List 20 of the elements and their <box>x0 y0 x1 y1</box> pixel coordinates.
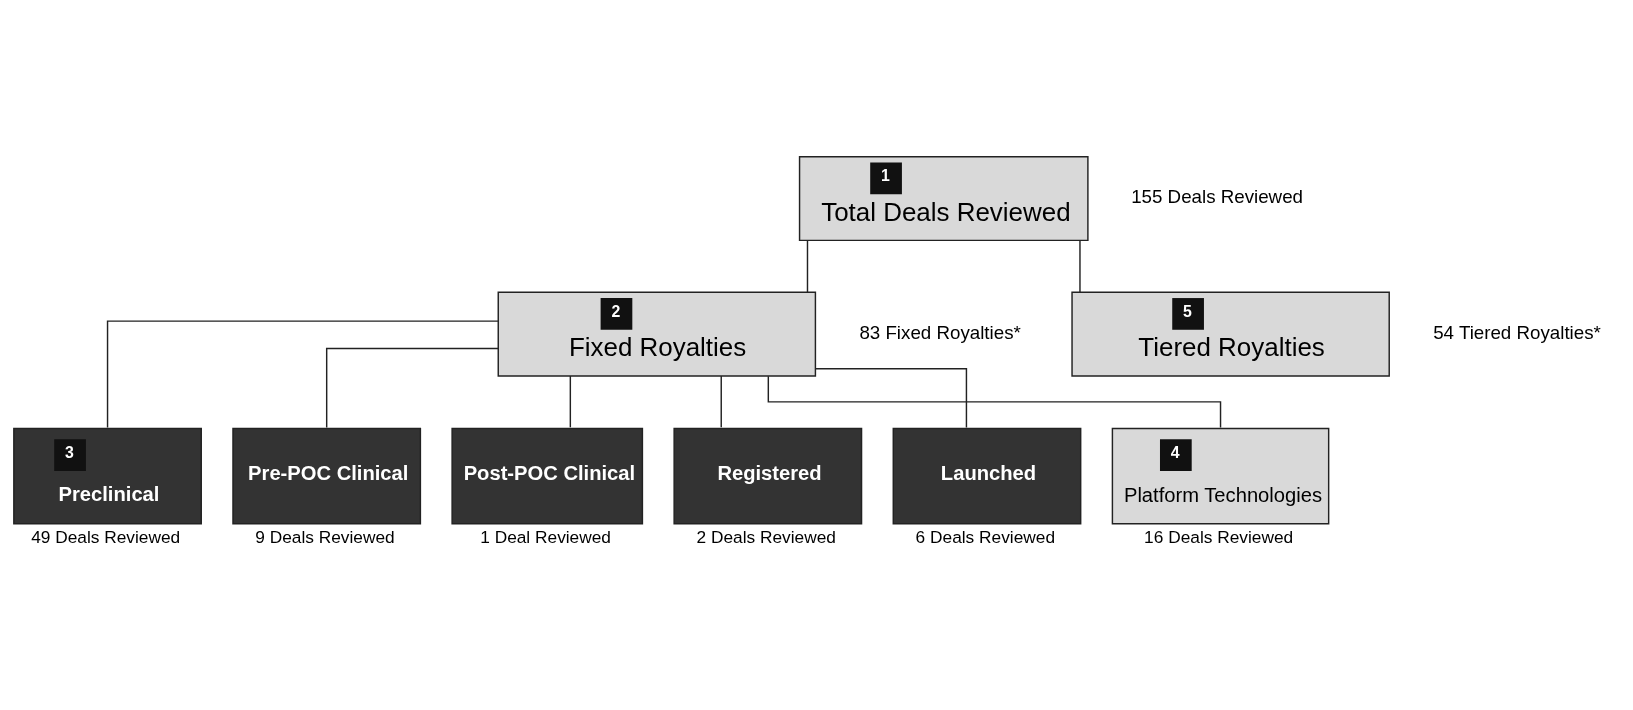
connector <box>106 320 499 429</box>
connector <box>569 375 572 428</box>
node-label: 6 Deals Reviewed <box>915 527 1056 548</box>
node-label: 155 Deals Reviewed <box>1131 186 1303 208</box>
node-label: 2 Deals Reviewed <box>696 527 836 548</box>
connector <box>325 347 499 429</box>
connector <box>1079 240 1081 293</box>
connector <box>815 367 968 429</box>
node-label: 49 Deals Reviewed <box>31 527 181 548</box>
node-label: 54 Tiered Royalties* <box>1433 322 1601 343</box>
node-label: 83 Fixed Royalties* <box>859 322 1021 343</box>
node-label: 9 Deals Reviewed <box>255 527 395 548</box>
node-label: 16 Deals Reviewed <box>1144 527 1294 548</box>
connector <box>720 375 722 428</box>
connector <box>767 375 1222 429</box>
node-box: 2 Fixed Royalties <box>497 291 817 377</box>
node-box: 1 Total Deals Reviewed <box>798 156 1089 242</box>
connector <box>806 240 809 293</box>
node-label: 1 Deal Reviewed <box>480 527 611 548</box>
node-box: 5 Tiered Royalties <box>1071 291 1390 377</box>
